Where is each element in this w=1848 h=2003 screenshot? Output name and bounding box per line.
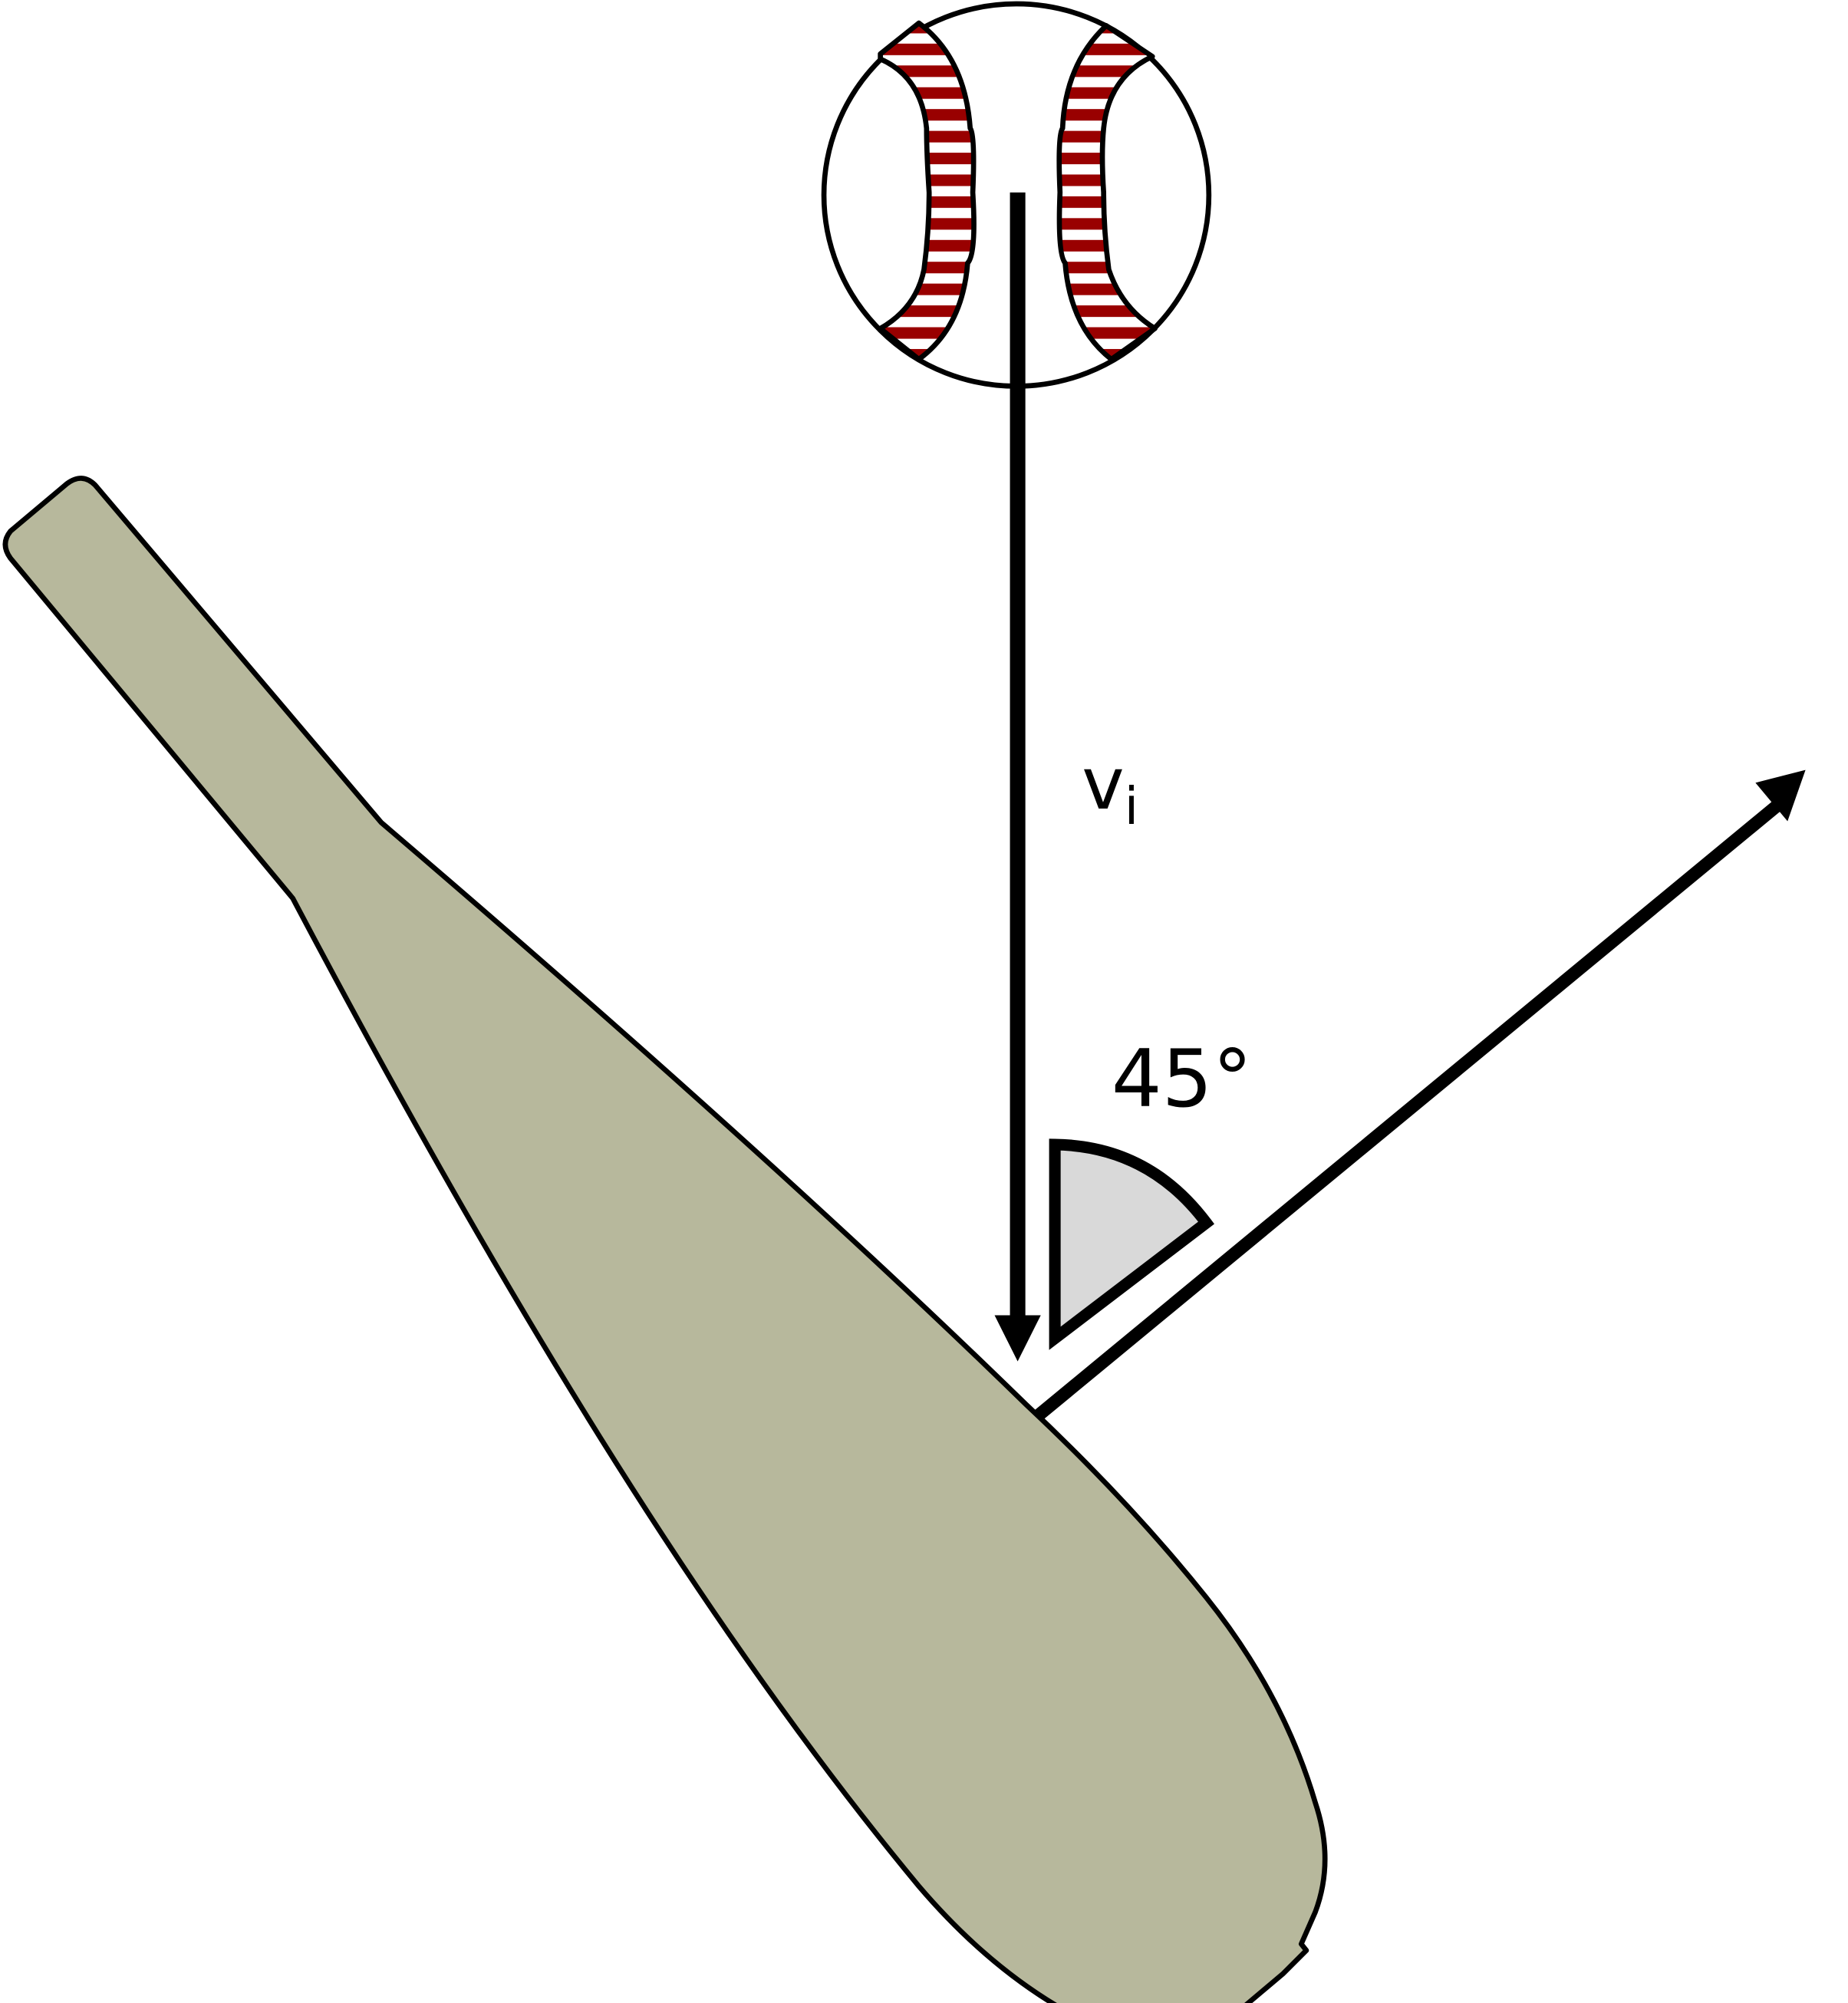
subscript-i: i [1125,776,1139,836]
left-seam [878,20,977,362]
angle-marker [1049,1138,1214,1350]
outgoing-velocity-arrow [1033,769,1806,1422]
angle-label: 45° [1112,1033,1253,1125]
bat [2,476,1328,2003]
initial-velocity-label: vi [1082,743,1138,836]
initial-velocity-arrow [994,192,1041,1362]
right-seam [1056,23,1158,362]
